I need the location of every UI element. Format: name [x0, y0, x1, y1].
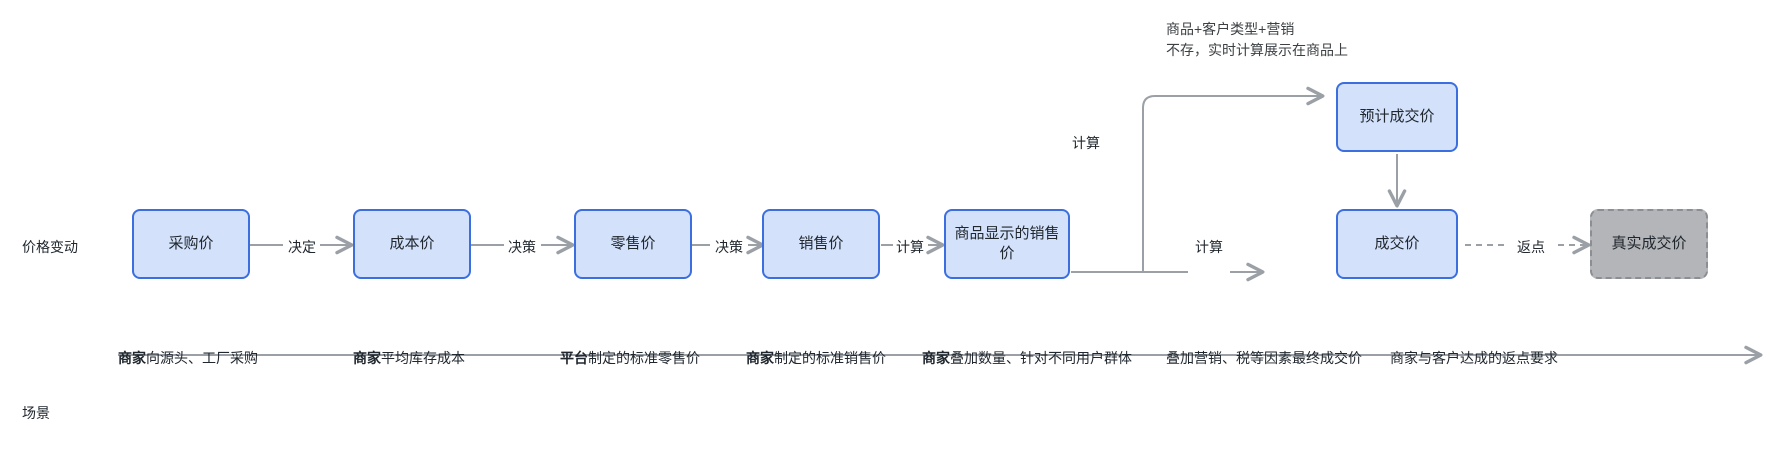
- edge-label-decision-2: 决策: [715, 239, 743, 255]
- edge-label-calc-2: 计算: [1195, 239, 1223, 255]
- node-displayed-sales-price[interactable]: 商品显示的销售价: [944, 209, 1070, 279]
- node-sales-price[interactable]: 销售价: [762, 209, 880, 279]
- scenario-strong-4: 商家: [746, 350, 774, 366]
- edge-label-rebate: 返点: [1517, 239, 1545, 255]
- node-real-deal-price[interactable]: 真实成交价: [1590, 209, 1708, 279]
- scenario-rest-5: 叠加数量、针对不同用户群体: [950, 350, 1132, 366]
- wire-branch-to-estimated: [1142, 86, 1325, 272]
- scenario-rest-7: 商家与客户达成的返点要求: [1390, 350, 1558, 366]
- scenario-strong-3: 平台: [560, 350, 588, 366]
- node-purchase-price[interactable]: 采购价: [132, 209, 250, 279]
- scenario-strong-1: 商家: [118, 350, 146, 366]
- scenario-rest-4: 制定的标准销售价: [774, 350, 886, 366]
- scenario-item-5: 商家叠加数量、针对不同用户群体: [922, 348, 1132, 368]
- scenario-rest-3: 制定的标准零售价: [588, 350, 700, 366]
- scenario-item-4: 商家制定的标准销售价: [746, 348, 886, 368]
- scenario-item-7: 商家与客户达成的返点要求: [1390, 348, 1558, 368]
- scenario-rest-1: 向源头、工厂采购: [146, 350, 258, 366]
- scenario-strong-5: 商家: [922, 350, 950, 366]
- edge-label-calc-1: 计算: [896, 239, 924, 255]
- scenario-item-6: 叠加营销、税等因素最终成交价: [1166, 348, 1362, 368]
- row-label-price-change: 价格变动: [22, 239, 78, 255]
- annotation-estimated-price-note: 商品+客户类型+营销 不存，实时计算展示在商品上: [1166, 21, 1348, 58]
- row-label-scenario: 场景: [22, 405, 50, 421]
- scenario-item-1: 商家向源头、工厂采购: [118, 348, 258, 368]
- scenario-rest-6: 叠加营销、税等因素最终成交价: [1166, 350, 1362, 366]
- node-retail-price[interactable]: 零售价: [574, 209, 692, 279]
- node-cost-price[interactable]: 成本价: [353, 209, 471, 279]
- scenario-item-3: 平台制定的标准零售价: [560, 348, 700, 368]
- scenario-item-2: 商家平均库存成本: [353, 348, 465, 368]
- edge-label-decision-1: 决策: [508, 239, 536, 255]
- node-deal-price[interactable]: 成交价: [1336, 209, 1458, 279]
- scenario-strong-2: 商家: [353, 350, 381, 366]
- edge-label-decide: 决定: [288, 239, 316, 255]
- scenario-rest-2: 平均库存成本: [381, 350, 465, 366]
- edge-label-calc-branch: 计算: [1072, 135, 1100, 151]
- node-estimated-deal-price[interactable]: 预计成交价: [1336, 82, 1458, 152]
